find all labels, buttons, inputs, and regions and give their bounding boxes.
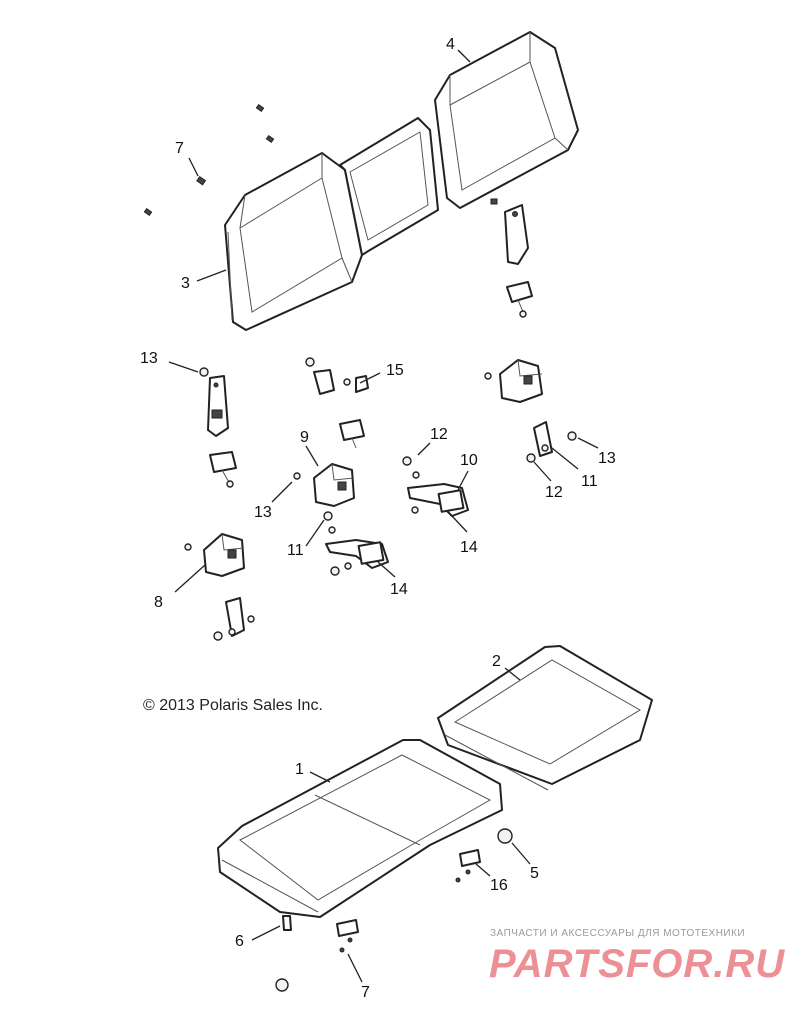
retractor-housing-left xyxy=(184,533,245,577)
callout-12-upper: 12 xyxy=(430,426,448,443)
buckle-stalk-right xyxy=(402,456,469,517)
callout-14-left: 14 xyxy=(390,581,408,598)
callout-5: 5 xyxy=(530,865,539,882)
callout-4: 4 xyxy=(446,36,455,53)
watermark-caption: ЗАПЧАСТИ И АКСЕССУАРЫ ДЛЯ МОТОТЕХНИКИ xyxy=(490,928,746,939)
belt-bracket-right xyxy=(526,421,577,463)
seat-back-right xyxy=(434,31,579,209)
seat-back-center xyxy=(339,117,439,256)
belt-bracket-lower-left xyxy=(213,597,255,641)
callout-11-left: 11 xyxy=(287,542,304,559)
callout-13-center: 13 xyxy=(254,504,272,521)
retractor-housing-center xyxy=(293,463,355,507)
callout-11-right: 11 xyxy=(581,473,598,490)
callout-1: 1 xyxy=(295,761,304,778)
copyright-notice: © 2013 Polaris Sales Inc. xyxy=(143,697,323,714)
callout-12-lower: 12 xyxy=(545,484,563,501)
belt-retractor-left xyxy=(199,367,237,488)
callout-13-right: 13 xyxy=(598,450,616,467)
callout-14-right: 14 xyxy=(460,539,478,556)
callout-13-upper-left: 13 xyxy=(140,350,158,367)
buckle-stalk-left xyxy=(323,511,389,576)
seat-back-left xyxy=(224,152,363,331)
callout-7-lower: 7 xyxy=(361,984,370,1001)
callout-7-upper: 7 xyxy=(175,140,184,157)
retractor-housing-right xyxy=(484,359,543,403)
seat-bottom-left xyxy=(217,739,503,918)
callout-16: 16 xyxy=(490,877,508,894)
buckle-anchor-center xyxy=(305,357,369,449)
callout-3: 3 xyxy=(181,275,190,292)
callout-10: 10 xyxy=(460,452,478,469)
callout-2: 2 xyxy=(492,653,501,670)
screws-upper xyxy=(143,103,498,217)
seat-hardware-lower xyxy=(275,828,513,992)
seat-bottom-right xyxy=(437,645,653,791)
callout-8: 8 xyxy=(154,594,163,611)
callout-9: 9 xyxy=(300,429,309,446)
callout-6: 6 xyxy=(235,933,244,950)
belt-anchor-upper-right xyxy=(504,204,533,318)
callout-numbers: 1 2 3 4 5 6 7 7 8 9 10 11 11 12 12 13 13… xyxy=(140,36,616,1001)
leader-lines xyxy=(168,49,599,983)
watermark-logo: PARTSFOR.RU xyxy=(489,942,786,986)
callout-15: 15 xyxy=(386,362,404,379)
